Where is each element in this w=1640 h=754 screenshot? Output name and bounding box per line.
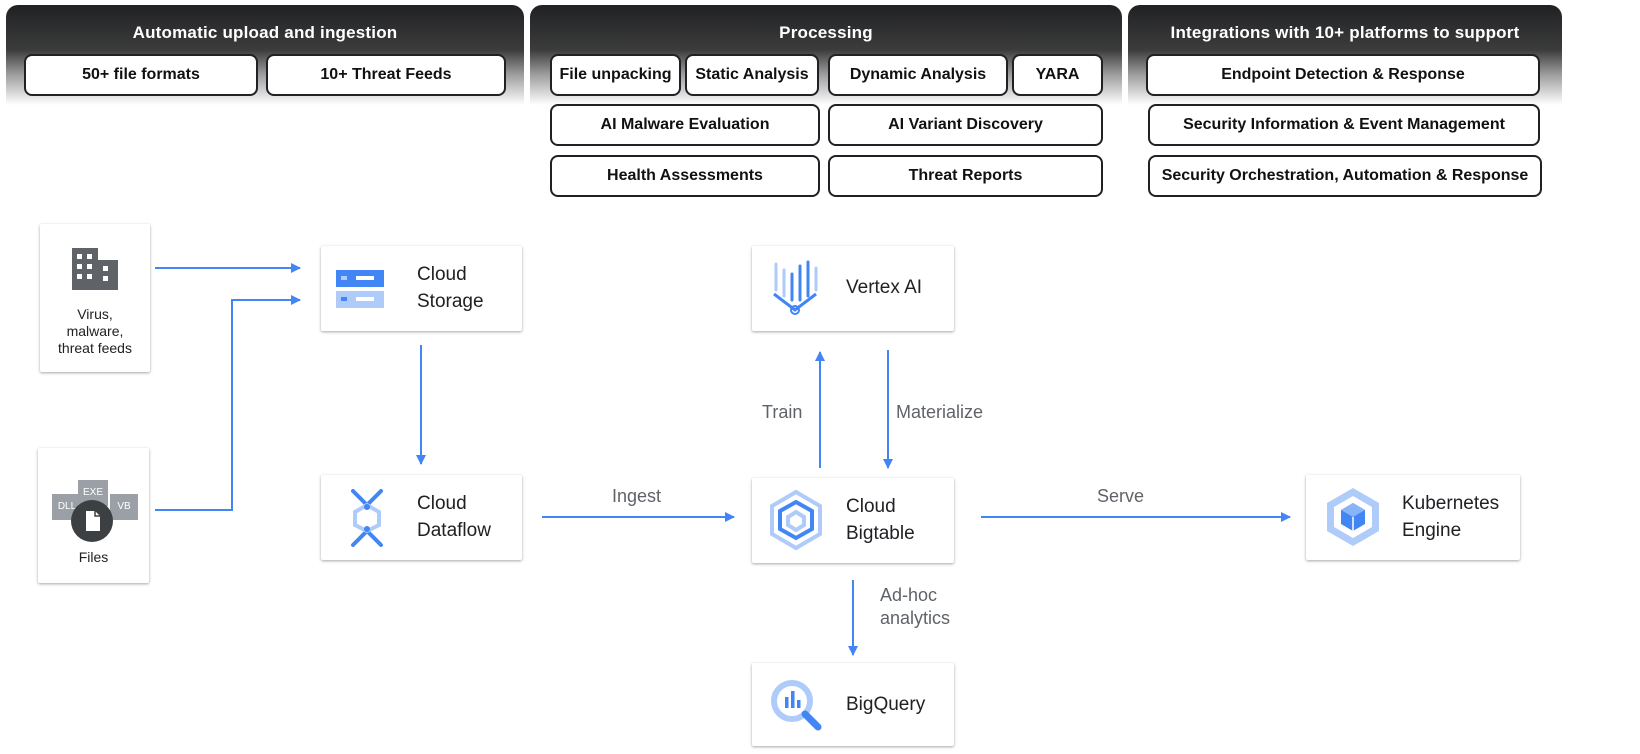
arrow-files-to-storage: [155, 295, 301, 511]
threat-feeds-label: Virus, malware, threat feeds: [40, 306, 150, 357]
cloud-bigtable-node: Cloud Bigtable: [752, 478, 954, 563]
serve-label: Serve: [1097, 486, 1145, 506]
threat-feeds-label-line1: Virus,: [77, 306, 113, 322]
file-icon: [71, 500, 113, 542]
cloud-bigtable-label: Cloud Bigtable: [846, 493, 915, 547]
cloud-dataflow-node: Cloud Dataflow: [321, 475, 522, 560]
chip-file-unpacking: File unpacking: [550, 54, 681, 96]
processing-panel-title: Processing: [779, 23, 873, 42]
chip-file-formats: 50+ file formats: [24, 54, 258, 96]
materialize-label: Materialize: [896, 402, 984, 422]
kubernetes-engine-node: Kubernetes Engine: [1306, 475, 1520, 560]
vb-tag: VB: [110, 494, 138, 520]
vertex-ai-icon: [773, 260, 818, 315]
cloud-dataflow-icon: [351, 489, 383, 547]
adhoc-label-line1: Ad-hoc: [880, 585, 938, 605]
chip-edr: Endpoint Detection & Response: [1146, 54, 1540, 96]
cloud-bigtable-label-line2: Bigtable: [846, 523, 915, 544]
bigquery-label-line1: BigQuery: [846, 694, 926, 715]
chip-ai-variant-discovery: AI Variant Discovery: [828, 104, 1103, 146]
vertex-ai-node: Vertex AI: [752, 246, 954, 331]
files-label: Files: [78, 549, 109, 565]
vertex-ai-label-line1: Vertex AI: [846, 277, 923, 298]
chip-siem: Security Information & Event Management: [1148, 104, 1540, 146]
chip-health-assessments: Health Assessments: [550, 155, 820, 197]
cloud-bigtable-icon: [770, 489, 822, 551]
bigquery-icon: [771, 680, 822, 731]
bigquery-node: BigQuery: [752, 663, 954, 746]
train-label: Train: [762, 402, 803, 422]
cloud-bigtable-label-line1: Cloud: [846, 496, 896, 517]
ingest-label: Ingest: [612, 486, 662, 506]
chip-ai-malware-evaluation: AI Malware Evaluation: [550, 104, 820, 146]
threat-feeds-label-line2: malware,: [66, 323, 124, 339]
ingestion-panel-title: Automatic upload and ingestion: [132, 23, 398, 42]
building-icon: [72, 248, 118, 290]
vertex-ai-label: Vertex AI: [846, 274, 922, 301]
bigquery-label: BigQuery: [846, 691, 925, 718]
cloud-storage-label-line2: Storage: [417, 291, 484, 312]
chip-dynamic-analysis: Dynamic Analysis: [828, 54, 1008, 96]
chip-soar: Security Orchestration, Automation & Res…: [1148, 155, 1542, 197]
chip-yara: YARA: [1012, 54, 1103, 96]
kubernetes-engine-label-line2: Engine: [1402, 520, 1462, 541]
cloud-storage-node: Cloud Storage: [321, 246, 522, 331]
adhoc-label: Ad-hoc analytics: [880, 584, 950, 630]
cloud-dataflow-label: Cloud Dataflow: [417, 490, 491, 544]
files-source: DLL EXE VB Files: [38, 448, 149, 583]
adhoc-label-line2: analytics: [880, 608, 951, 628]
cloud-storage-icon: [336, 270, 384, 308]
kubernetes-engine-icon: [1327, 488, 1379, 546]
chip-threat-reports: Threat Reports: [828, 155, 1103, 197]
kubernetes-engine-label-line1: Kubernetes: [1402, 493, 1500, 514]
kubernetes-engine-label: Kubernetes Engine: [1402, 490, 1499, 544]
cloud-storage-label-line1: Cloud: [417, 264, 467, 285]
chip-threat-feeds: 10+ Threat Feeds: [266, 54, 506, 96]
cloud-dataflow-label-line2: Dataflow: [417, 520, 491, 541]
chip-static-analysis: Static Analysis: [685, 54, 819, 96]
cloud-storage-label: Cloud Storage: [417, 261, 484, 315]
threat-feeds-label-line3: threat feeds: [58, 340, 132, 356]
cloud-dataflow-label-line1: Cloud: [417, 493, 467, 514]
threat-feeds-source: Virus, malware, threat feeds: [40, 224, 150, 372]
integrations-panel-title: Integrations with 10+ platforms to suppo…: [1170, 23, 1520, 42]
